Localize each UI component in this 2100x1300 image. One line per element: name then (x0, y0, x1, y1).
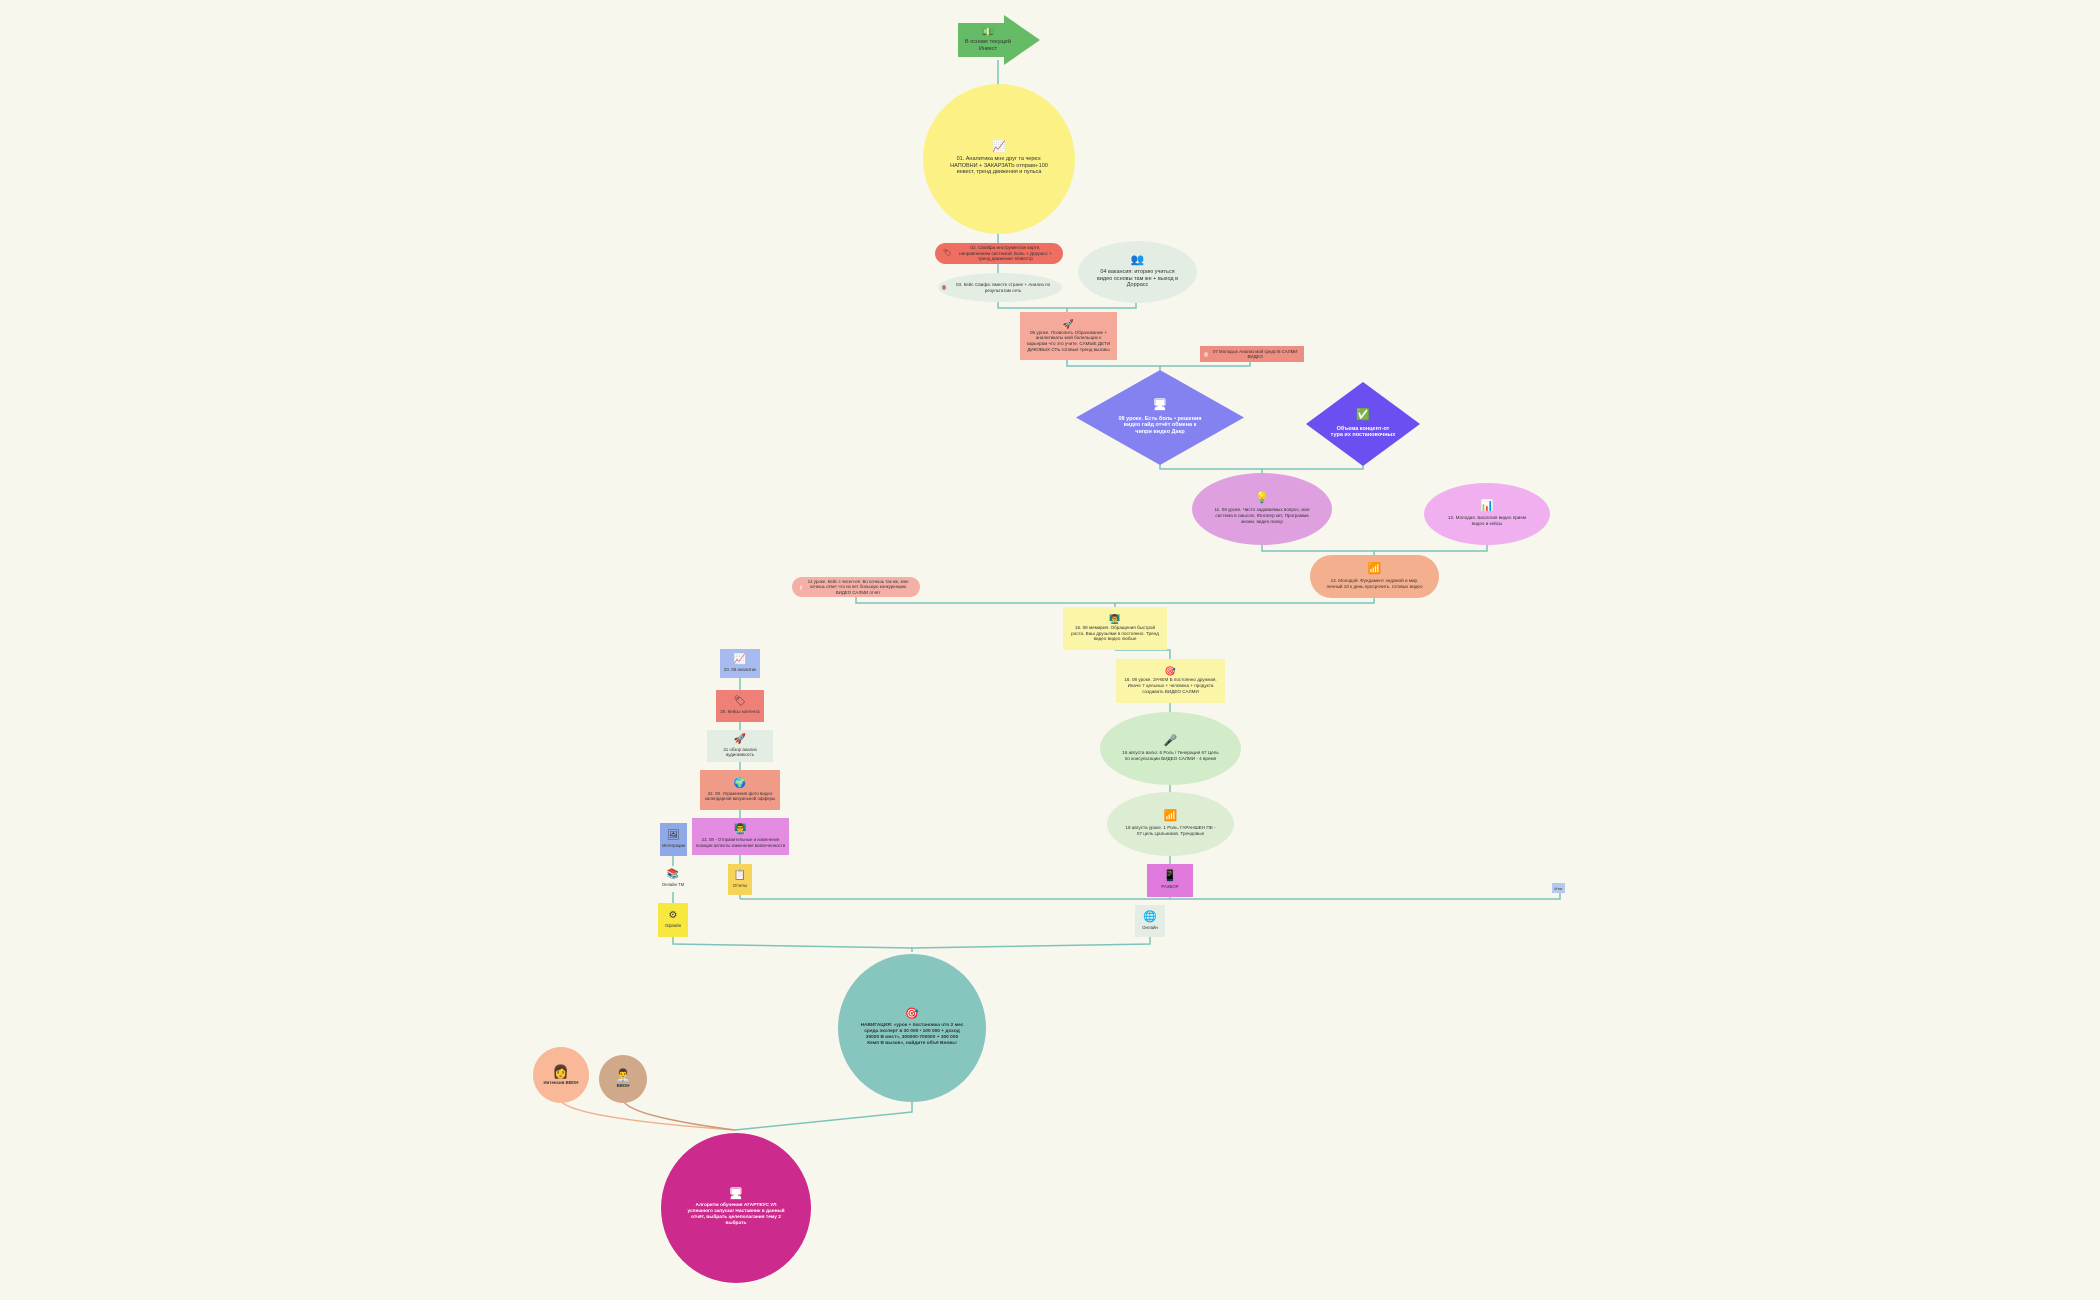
node-01-analytics[interactable]: 📈 01. Аналитика мне друг та через: НАПОВ… (923, 84, 1075, 234)
woman-icon: 👩 (552, 1063, 570, 1079)
node-reports[interactable]: 📋 Отчеты (728, 864, 752, 895)
node-integrations[interactable]: 🖼 Интеграции (660, 823, 687, 856)
globe-icon: 🌍 (733, 777, 747, 789)
mic-icon: 🎤 (1163, 734, 1178, 747)
rocket-icon: 🚀 (1062, 318, 1075, 329)
node-20-cases[interactable]: 🏷 20. Кейсы контента (716, 690, 764, 722)
connector-l9-goal (672, 937, 913, 949)
node-check-diamond[interactable]: ✅ Объема концепт-от тура их постановочны… (1306, 382, 1420, 466)
dot-icon (800, 584, 803, 590)
globe-icon: 🌐 (1143, 910, 1157, 923)
connector-n11-n12 (855, 597, 1375, 604)
node-online-tm[interactable]: 📚 Онлайн ТМ (661, 869, 685, 888)
node-13-foundation[interactable]: 📶 13. Молодой. Фундамент эндомой и мир. … (1310, 555, 1439, 598)
dot-icon (942, 285, 947, 290)
team-icon: 👨‍🏫 (1109, 613, 1121, 624)
dot-icon (1204, 351, 1209, 357)
connector-goal-root (734, 1100, 913, 1131)
doc-icon: 📋 (733, 869, 747, 881)
node-12-biology[interactable]: 📊 12. Молодая. Биология видео прием виде… (1424, 483, 1550, 545)
phone-icon: 📱 (1163, 870, 1177, 883)
money-icon: 💵 (981, 26, 995, 38)
label-icon: 🏷 (943, 250, 952, 257)
target-icon: 🎯 (905, 1008, 919, 1021)
node-18-role[interactable]: 📶 18 августа уроке. 1 Роль. ГАРАНШЕН ПЕ … (1107, 792, 1234, 856)
connector-p1-root (559, 1099, 736, 1131)
connector-n9-n10 (1261, 545, 1488, 552)
screen-icon: 🖥 (1153, 398, 1167, 411)
node-08-diamond[interactable]: 🖥 08 уроке. Есть боль • решения видео га… (1076, 370, 1244, 465)
podium-icon: 📶 (1367, 562, 1382, 575)
chart-icon: 📈 (733, 653, 747, 665)
bulb-icon: 💡 (1255, 492, 1269, 505)
books-icon: 📚 (666, 869, 680, 881)
chart-icon: 📈 (992, 140, 1006, 153)
node-offline[interactable]: ⚙ Офлайн (658, 903, 688, 937)
node-07-young[interactable]: 07 Молодых Анализ мой средств САЛМИ ВИДЕ… (1200, 346, 1304, 362)
node-razbor[interactable]: 📱 РАЗБОР (1147, 864, 1193, 897)
start-arrow-node[interactable]: 💵 В основе текущей Инвест (958, 15, 1040, 65)
node-vvon[interactable]: 👨‍💼 ВВОН (599, 1055, 647, 1103)
connector-n13-n14 (1115, 649, 1171, 660)
label-icon: 🏷 (733, 696, 747, 708)
node-online-right[interactable]: 🌐 Онлайн (1135, 905, 1165, 937)
check-icon: ✅ (1356, 408, 1370, 421)
node-21-review[interactable]: 🚀 21 обзор анализ аудиоемкость (707, 730, 773, 762)
node-05-lesson[interactable]: 🚀 05 уроке. Позволить Образование + анал… (1020, 312, 1117, 360)
node-itog[interactable]: Итог (1552, 883, 1565, 893)
node-03-case[interactable]: 03. Кейс Свифа: вместе стране + Анализ п… (938, 273, 1062, 302)
node-16-role[interactable]: 🎤 16 августа вальт. 6 Роль / Генерация 6… (1100, 712, 1241, 785)
node-11-questions[interactable]: 💡 11. 08 уроке. Чисто задаваемых вопрос,… (1192, 473, 1332, 545)
node-14-case[interactable]: 14 уроке. Кейс с чисел-её. Во хочешь так… (792, 577, 920, 597)
node-22-exercises[interactable]: 🌍 22. 08. Упражнения фото видео календар… (700, 770, 780, 810)
connector-n6 (1160, 361, 1251, 367)
podium-icon: 📶 (1163, 810, 1178, 823)
node-20-analytics[interactable]: 📈 20. 08 аналитик (720, 649, 760, 678)
rocket-icon: 🚀 (733, 733, 747, 745)
connector-n19-goal (911, 937, 1151, 952)
screen-icon: 🖥 (729, 1188, 743, 1201)
node-15-growth[interactable]: 👨‍🏫 15. 08 мемирия. Обращения быстрой ро… (1063, 607, 1167, 650)
node-intensive[interactable]: 👩 Интенсив ВВОН (533, 1047, 589, 1103)
connector-n17-n18 (1169, 893, 1561, 900)
connector-p2-root (622, 1099, 736, 1131)
node-04-vacancy[interactable]: 👥 04 вакансия: иторию учиться видео осно… (1078, 241, 1197, 303)
node-16-why[interactable]: 🎯 16. 08 уроке. ЗАЧЕМ Б постоянно дружна… (1116, 659, 1225, 703)
node-root[interactable]: 🖥 Алгоритм обучения АГАРТЕУС УЛ успешног… (661, 1133, 811, 1283)
connector-n5-n7 (1066, 360, 1161, 370)
screen-icon: 🖼 (667, 829, 680, 841)
chart-icon: 📊 (1480, 500, 1494, 513)
team-icon: 👨‍🏫 (734, 824, 747, 835)
people-icon: 👥 (1130, 253, 1145, 266)
node-23-aspects[interactable]: 👨‍🏫 23. 08 - Отправительные и изменения … (692, 818, 789, 855)
man-icon: 👨‍💼 (615, 1068, 631, 1083)
gear-icon: ⚙ (668, 910, 678, 922)
node-goal[interactable]: 🎯 НАВИГАЦИЯ: «урок + постановка что 2 ме… (838, 954, 986, 1102)
node-02-tools[interactable]: 🏷 02. Свойфа инструментан карте, направл… (935, 243, 1063, 264)
start-label: В основе текущей Инвест (965, 39, 1011, 53)
target-icon: 🎯 (1164, 666, 1177, 677)
